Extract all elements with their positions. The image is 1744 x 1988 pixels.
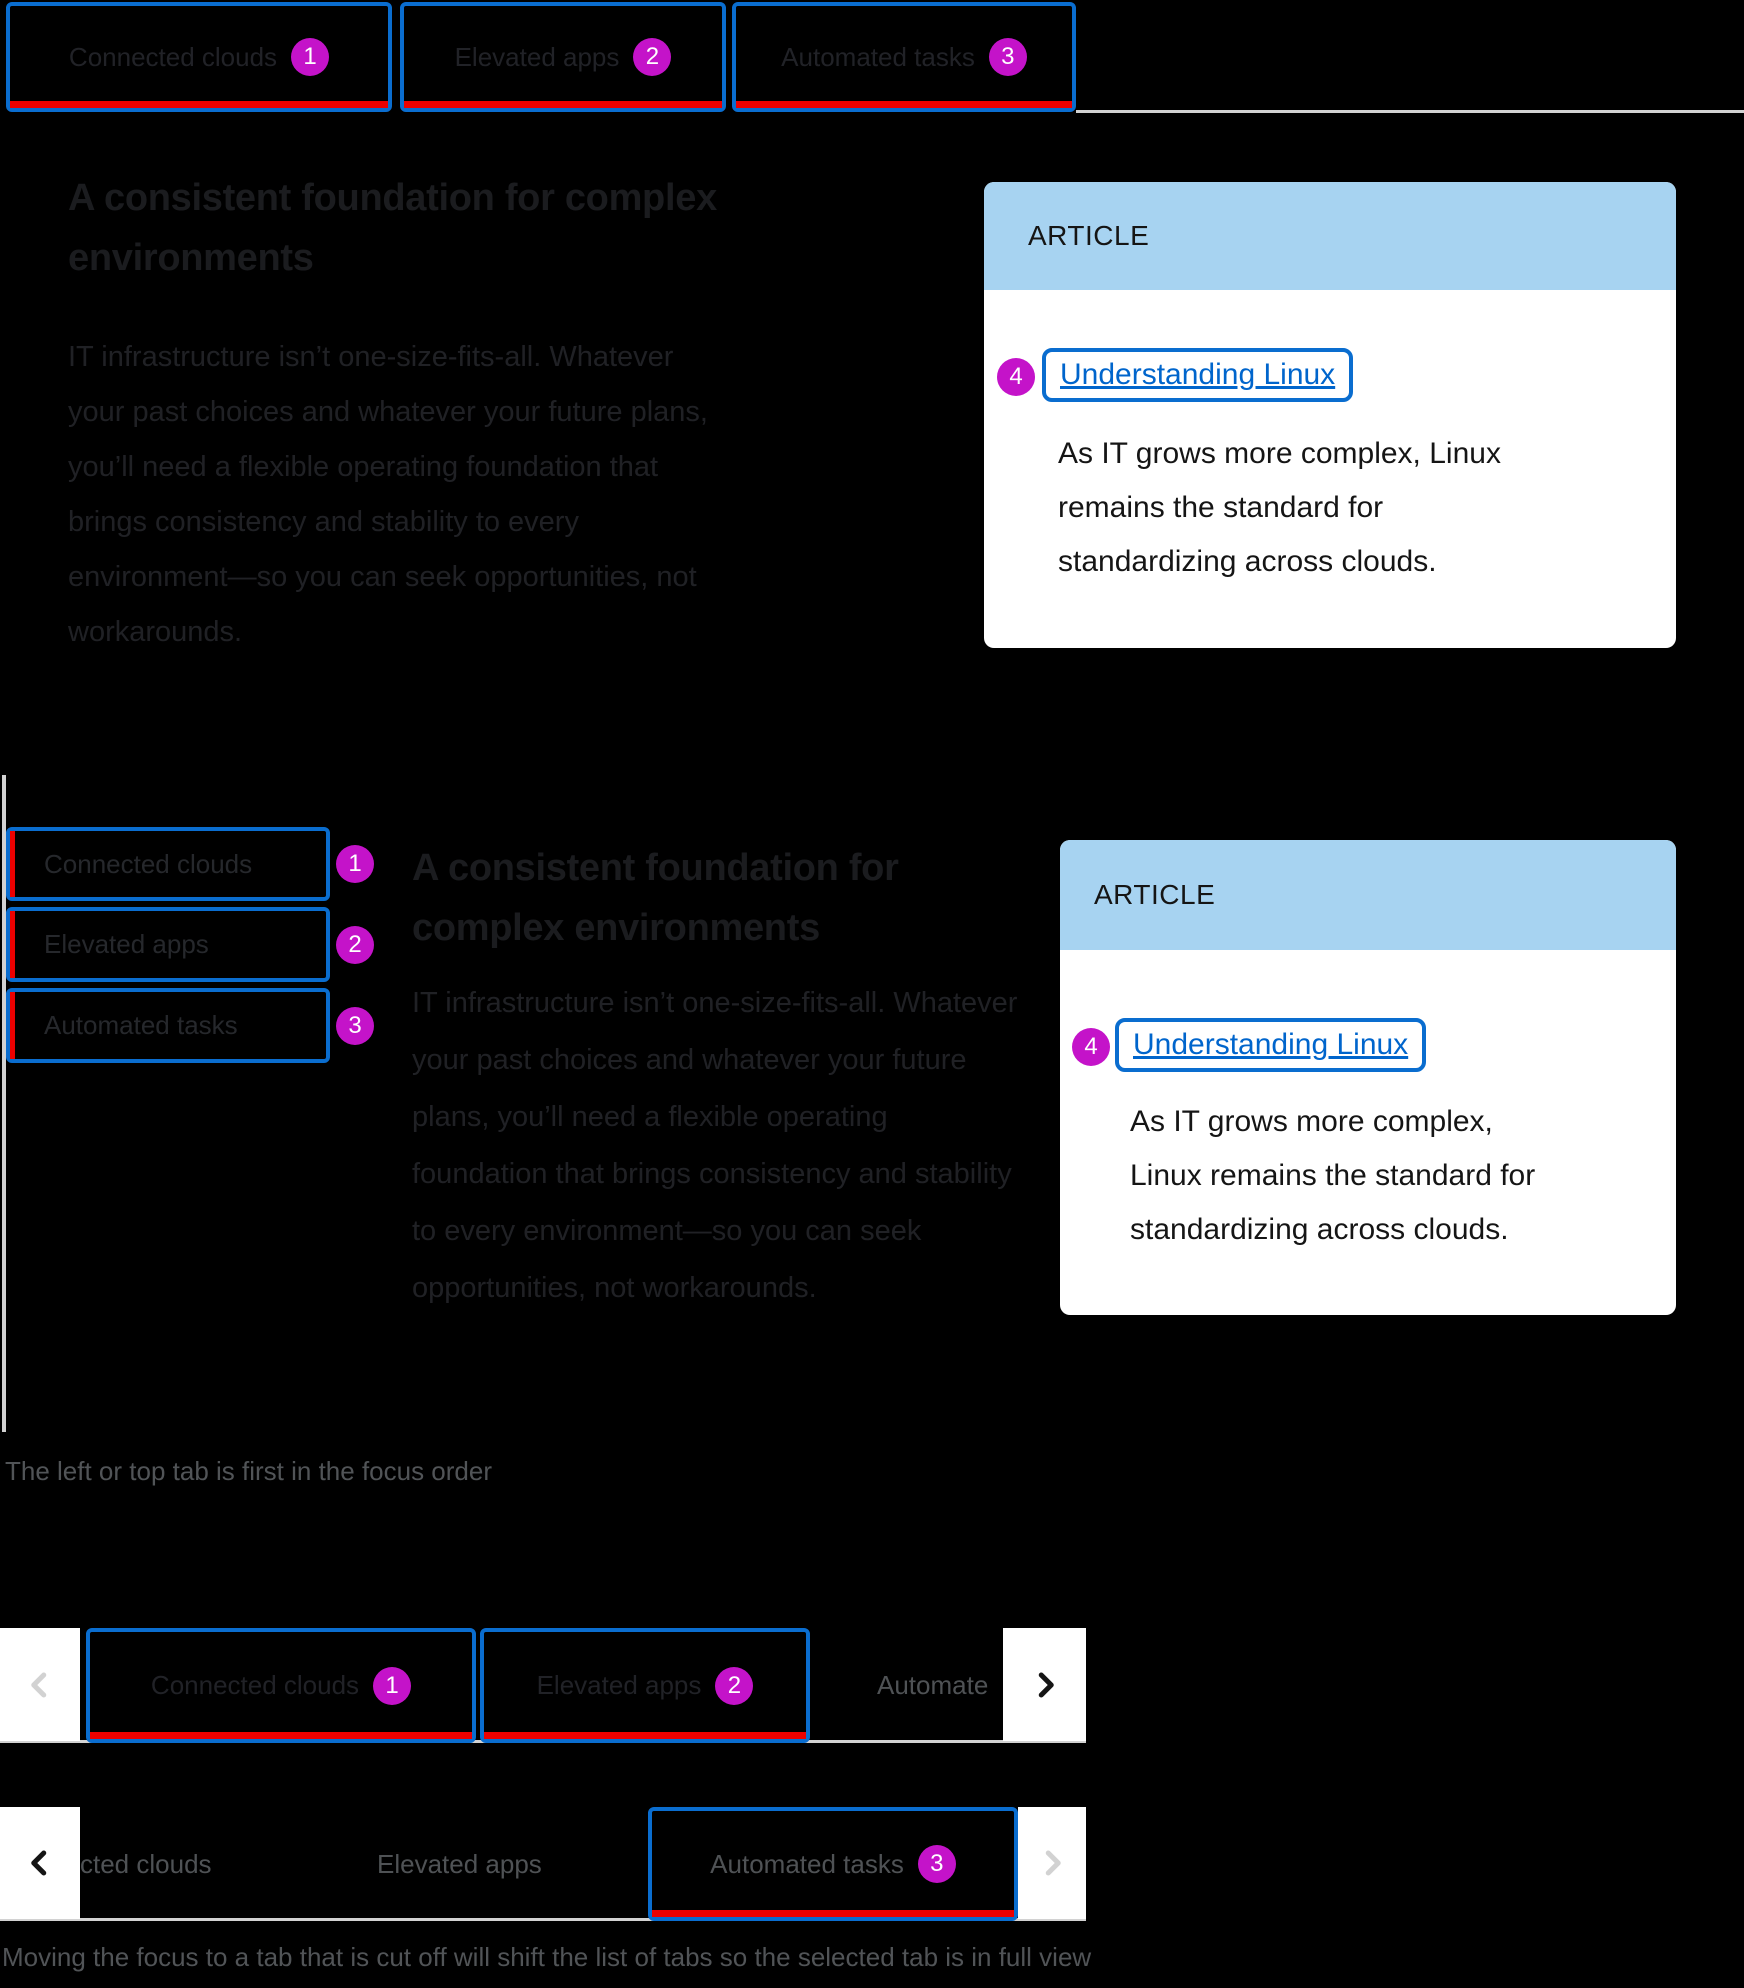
- focus-order-badge: 1: [291, 38, 330, 76]
- focus-order-badge: 4: [997, 358, 1035, 396]
- selected-tab-underline: [404, 101, 722, 108]
- tab-automated-tasks-cut[interactable]: Automate: [877, 1670, 989, 1700]
- article-eyebrow: ARTICLE: [1028, 220, 1150, 251]
- article-link[interactable]: Understanding Linux: [1060, 358, 1336, 391]
- tab-label: Automated tasks: [781, 41, 975, 72]
- tab-elevated-apps[interactable]: Elevated apps: [377, 1848, 542, 1879]
- tab-label: Elevated apps: [44, 929, 209, 959]
- section-heading: A consistent foundation for complex envi…: [68, 177, 717, 279]
- tab-elevated-apps[interactable]: Elevated apps: [6, 907, 330, 982]
- selected-tab-underline: [10, 992, 15, 1059]
- section-heading: A consistent foundation for complex envi…: [412, 847, 899, 949]
- focus-order-badge: 2: [633, 38, 672, 76]
- tab-label: Automated tasks: [710, 1848, 904, 1879]
- focus-order-badge: 2: [336, 926, 374, 964]
- tab-label: Automated tasks: [44, 1010, 238, 1040]
- focus-order-badge: 3: [988, 38, 1027, 76]
- tab-automated-tasks[interactable]: Automated tasks 3: [732, 2, 1076, 112]
- tab-connected-clouds[interactable]: Connected clouds: [6, 827, 330, 901]
- chevron-left-icon: [31, 1672, 47, 1697]
- selected-tab-underline: [90, 1732, 472, 1739]
- figure-caption: The left or top tab is first in the focu…: [5, 1456, 493, 1486]
- tab-automated-tasks[interactable]: Automated tasks: [6, 988, 330, 1063]
- focus-order-badge: 1: [373, 1666, 412, 1705]
- tab-elevated-apps[interactable]: Elevated apps 2: [400, 2, 726, 112]
- article-card-header: ARTICLE: [1060, 840, 1676, 950]
- article-link-focus-ring: Understanding Linux: [1115, 1018, 1427, 1072]
- article-description: As IT grows more complex, Linux remains …: [1058, 437, 1501, 578]
- article-description: As IT grows more complex, Linux remains …: [1130, 1105, 1536, 1246]
- article-link-focus-ring: Understanding Linux: [1042, 348, 1354, 402]
- chevron-right-icon: [1045, 1850, 1061, 1876]
- selected-tab-underline: [484, 1732, 806, 1739]
- focus-order-badge: 4: [1072, 1028, 1110, 1066]
- tabs-bottom-border: [1076, 110, 1744, 113]
- focus-order-badge: 2: [715, 1666, 754, 1705]
- article-link[interactable]: Understanding Linux: [1133, 1028, 1409, 1061]
- scroll-right-button[interactable]: [1003, 1628, 1086, 1741]
- overflow-tabs-end: cted clouds Elevated apps Automated task…: [0, 1807, 1086, 1921]
- scroll-right-button[interactable]: [1018, 1807, 1086, 1919]
- tab-connected-clouds[interactable]: Connected clouds 1: [86, 1628, 476, 1743]
- selected-tab-underline: [736, 101, 1072, 108]
- tab-automated-tasks[interactable]: Automated tasks 3: [648, 1807, 1018, 1921]
- tab-label: Elevated apps: [454, 41, 620, 72]
- section-paragraph: IT infrastructure isn’t one-size-fits-al…: [68, 341, 708, 648]
- tab-label: Connected clouds: [44, 848, 253, 879]
- chevron-left-icon: [31, 1850, 47, 1876]
- article-eyebrow: ARTICLE: [1094, 879, 1216, 910]
- section-paragraph: IT infrastructure isn’t one-size-fits-al…: [412, 987, 1018, 1304]
- tab-label: Elevated apps: [536, 1670, 702, 1700]
- selected-tab-underline: [10, 831, 15, 897]
- tab-elevated-apps[interactable]: Elevated apps 2: [480, 1628, 810, 1743]
- chevron-right-icon: [1038, 1672, 1054, 1697]
- article-card-header: ARTICLE: [984, 182, 1676, 290]
- tab-connected-clouds-cut[interactable]: cted clouds: [80, 1848, 212, 1879]
- article-card: ARTICLE 4 Understanding Linux As IT grow…: [1060, 840, 1676, 1315]
- tab-label: Connected clouds: [68, 41, 278, 72]
- tab-connected-clouds[interactable]: Connected clouds 1: [6, 2, 392, 112]
- focus-order-badge: 3: [917, 1845, 956, 1883]
- scroll-left-button[interactable]: [0, 1628, 80, 1741]
- vertical-tabs-border: [2, 775, 6, 1432]
- tab-label: Connected clouds: [150, 1670, 360, 1700]
- selected-tab-underline: [652, 1910, 1014, 1917]
- figure-caption: Moving the focus to a tab that is cut of…: [2, 1942, 1092, 1972]
- article-card: ARTICLE 4 Understanding Linux As IT grow…: [984, 182, 1676, 648]
- scroll-left-button[interactable]: [0, 1807, 80, 1919]
- selected-tab-underline: [10, 101, 388, 108]
- selected-tab-underline: [10, 911, 15, 978]
- overflow-tabs-start: Connected clouds 1 Elevated apps 2 Autom…: [0, 1628, 1086, 1743]
- focus-order-badge: 3: [336, 1007, 374, 1045]
- focus-order-badge: 1: [336, 845, 374, 883]
- tabs-bottom-border: [0, 1918, 1086, 1921]
